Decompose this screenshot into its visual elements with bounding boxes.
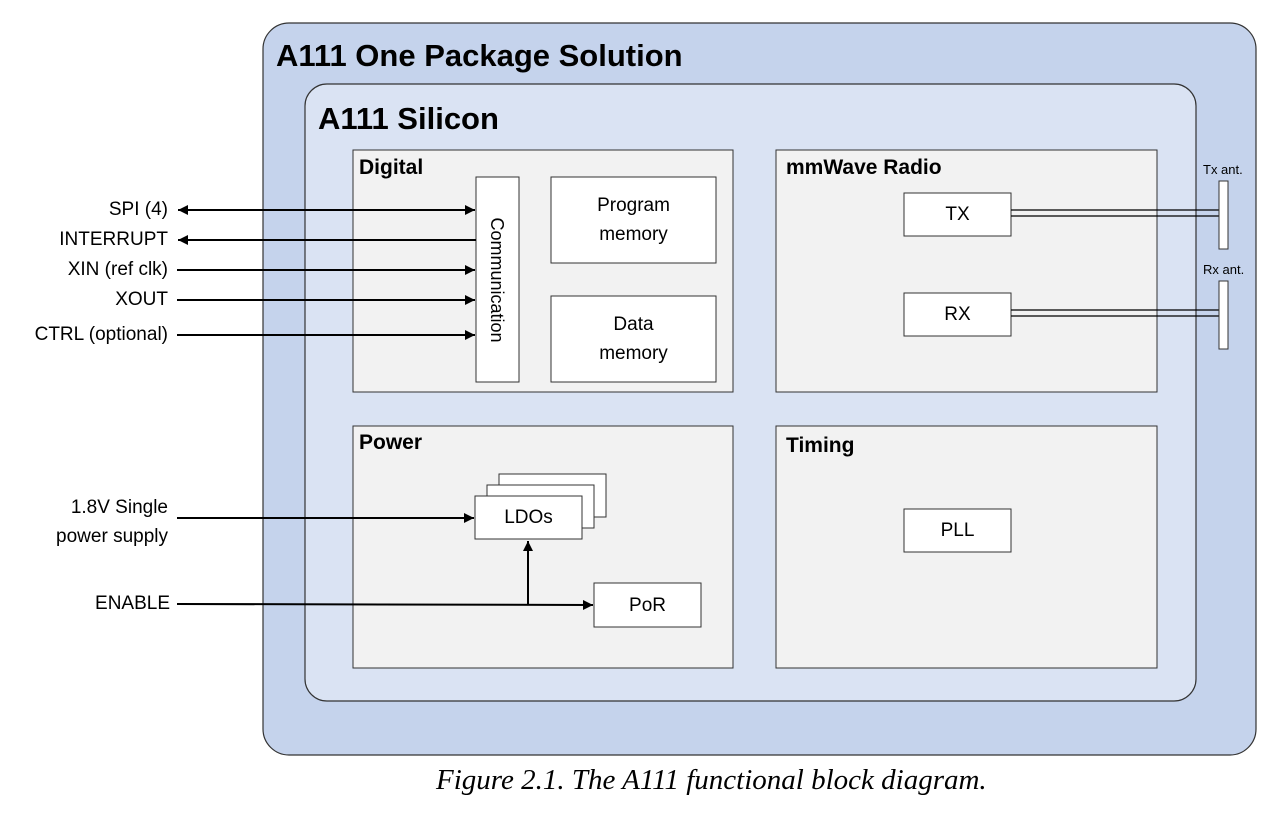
program-memory-label: Program memory	[551, 191, 716, 249]
ctrl-label: CTRL (optional)	[34, 324, 168, 345]
tx-label: TX	[945, 204, 970, 225]
supply-line-2: power supply	[56, 526, 168, 547]
enable-label: ENABLE	[95, 593, 170, 614]
spi-label: SPI (4)	[108, 199, 168, 220]
timing-label: Timing	[786, 434, 855, 457]
radio-block	[775, 149, 1158, 393]
power-label: Power	[359, 431, 423, 454]
data-memory-box	[550, 295, 717, 383]
power-block	[352, 425, 734, 669]
tx-box	[903, 192, 1012, 237]
rx-box	[903, 292, 1012, 337]
rx-antenna-label: Rx ant.	[1203, 262, 1245, 277]
por-label: PoR	[629, 595, 666, 616]
ldos-label: LDOs	[504, 507, 553, 528]
xout-label: XOUT	[115, 289, 168, 310]
package-title: A111 One Package Solution	[276, 38, 683, 73]
supply-line-1: 1.8V Single	[70, 497, 168, 518]
rx-antenna	[1218, 280, 1229, 350]
interrupt-label: INTERRUPT	[59, 229, 168, 250]
communication-label: Communication	[487, 217, 507, 343]
silicon-title: A111 Silicon	[318, 101, 499, 136]
program-memory-box	[550, 176, 717, 264]
por-box	[593, 582, 702, 628]
digital-label: Digital	[359, 156, 424, 179]
data-memory-line-1: Data	[613, 314, 654, 335]
pll-box	[903, 508, 1012, 553]
tx-antenna	[1218, 180, 1229, 250]
pll-label: PLL	[940, 520, 975, 541]
communication-box	[475, 176, 520, 383]
data-memory-label: Data memory	[551, 310, 716, 368]
ldos-box	[474, 495, 583, 540]
enable-arrow	[176, 599, 594, 610]
rx-label: RX	[944, 304, 971, 325]
figure-caption: Figure 2.1. The A111 functional block di…	[436, 764, 987, 796]
tx-antenna-label: Tx ant.	[1203, 162, 1243, 177]
radio-label: mmWave Radio	[786, 156, 942, 179]
program-memory-line-1: Program	[597, 195, 670, 216]
xin-label: XIN (ref clk)	[67, 259, 168, 280]
supply-label: 1.8V Single power supply	[56, 493, 168, 551]
data-memory-line-2: memory	[599, 343, 668, 364]
program-memory-line-2: memory	[599, 224, 668, 245]
